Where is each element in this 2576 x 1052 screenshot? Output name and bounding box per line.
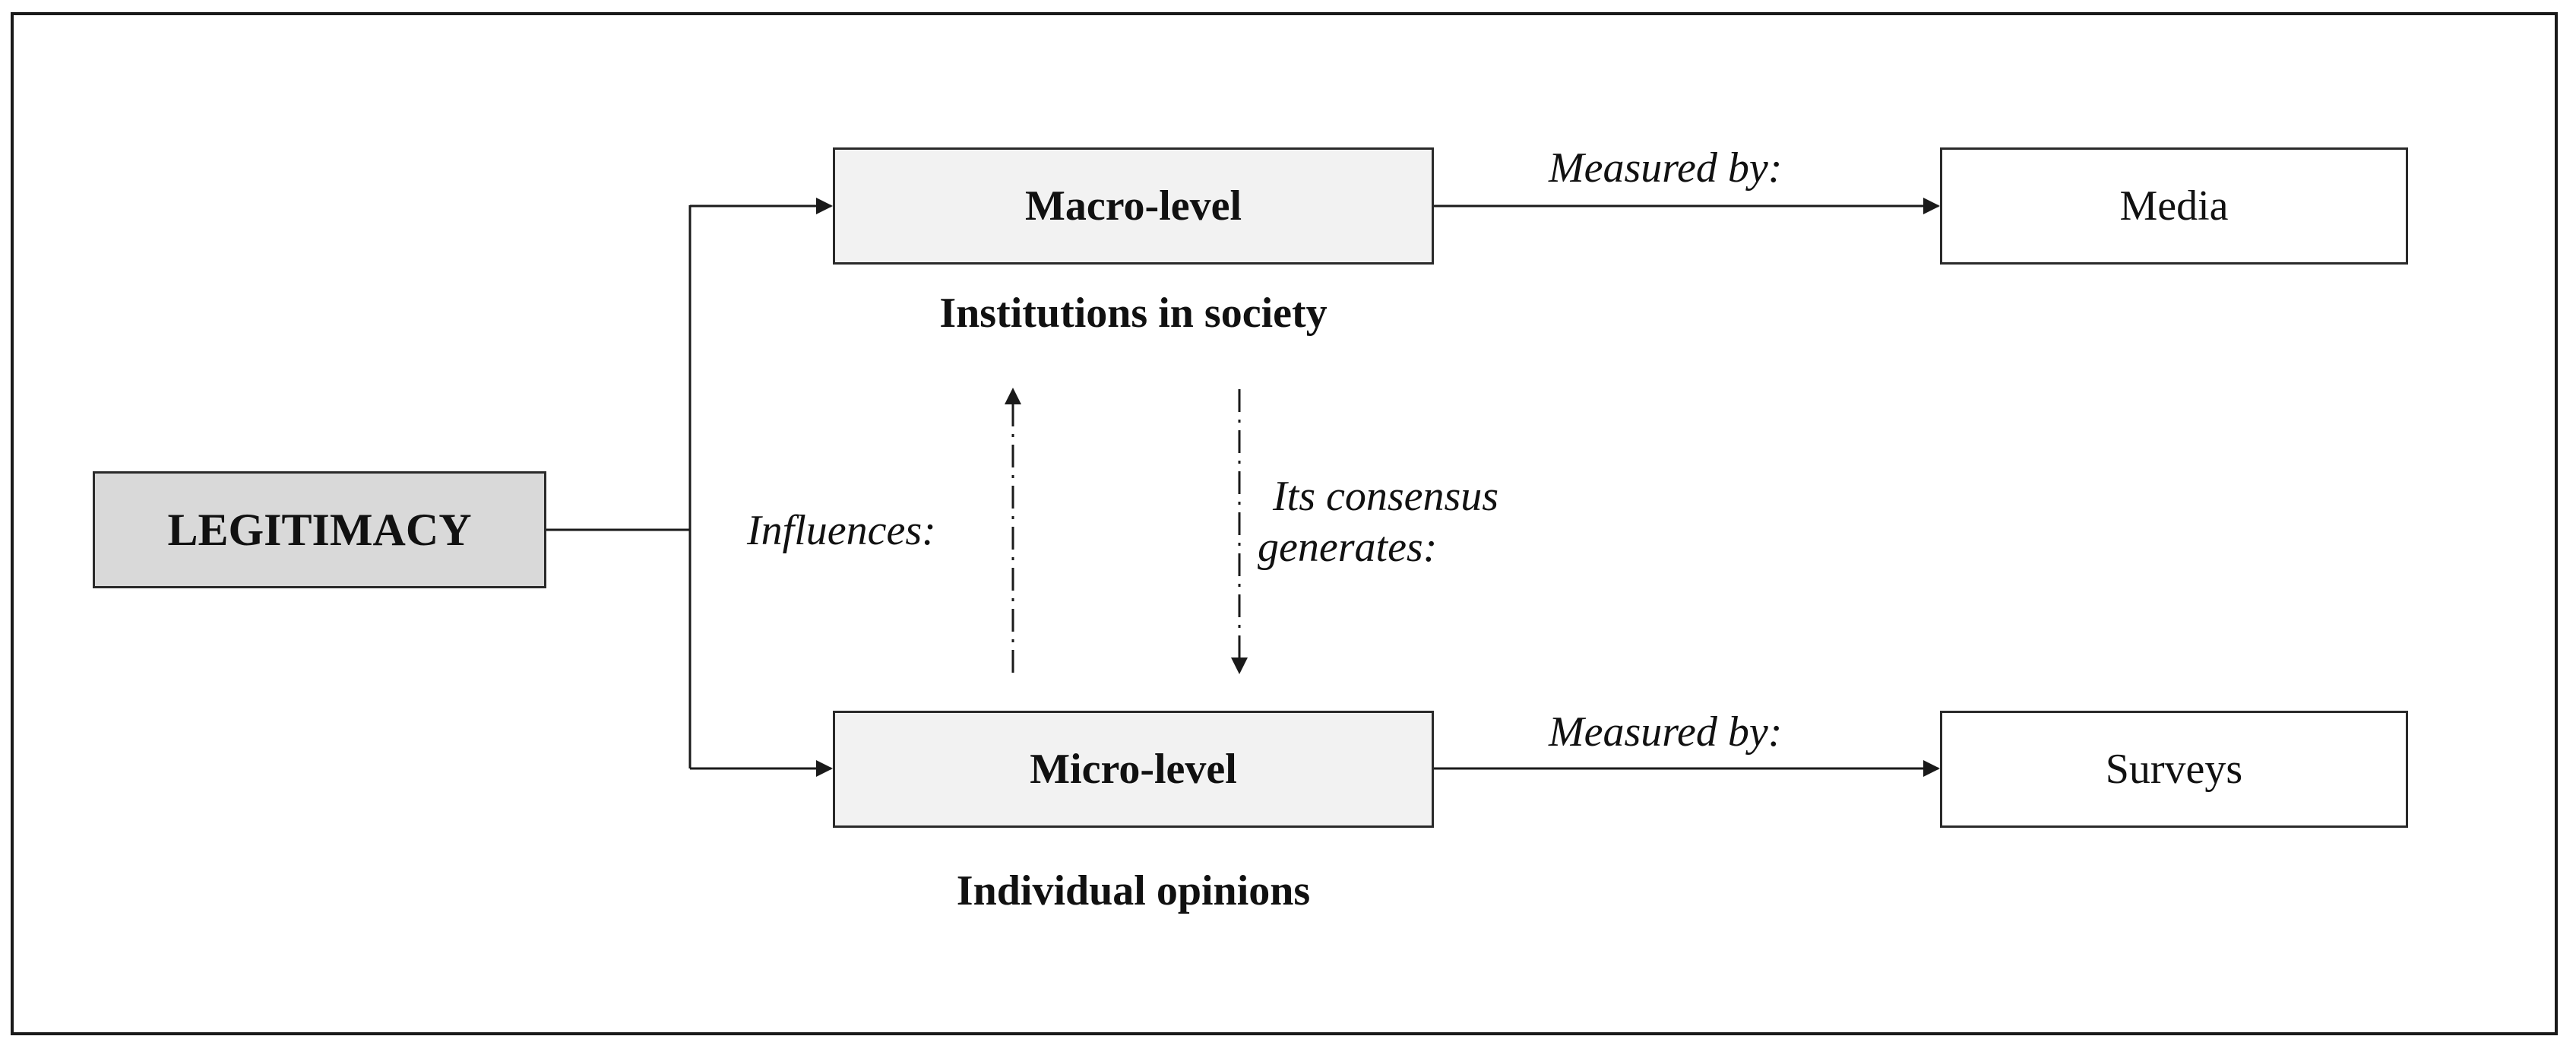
media-box: Media <box>1940 147 2408 265</box>
micro-level-label: Micro-level <box>1030 746 1237 793</box>
measured-by-label-bottom: Measured by: <box>1549 708 1783 756</box>
consensus-label: Its consensus generates: <box>1258 471 1498 573</box>
micro-level-caption: Individual opinions <box>956 867 1311 914</box>
consensus-label-line2: generates: <box>1258 524 1438 572</box>
macro-level-box: Macro-level <box>833 147 1434 265</box>
micro-level-box: Micro-level <box>833 711 1434 828</box>
influences-label: Influences: <box>747 507 936 554</box>
consensus-label-line1: Its consensus <box>1273 473 1499 520</box>
legitimacy-box: LEGITIMACY <box>93 471 546 588</box>
surveys-box: Surveys <box>1940 711 2408 828</box>
media-label: Media <box>2119 182 2229 230</box>
legitimacy-label: LEGITIMACY <box>167 504 472 555</box>
measured-by-label-top: Measured by: <box>1549 144 1783 192</box>
diagram-frame <box>11 12 2558 1035</box>
surveys-label: Surveys <box>2105 746 2243 793</box>
macro-level-caption: Institutions in society <box>939 290 1328 337</box>
macro-level-label: Macro-level <box>1024 182 1242 230</box>
